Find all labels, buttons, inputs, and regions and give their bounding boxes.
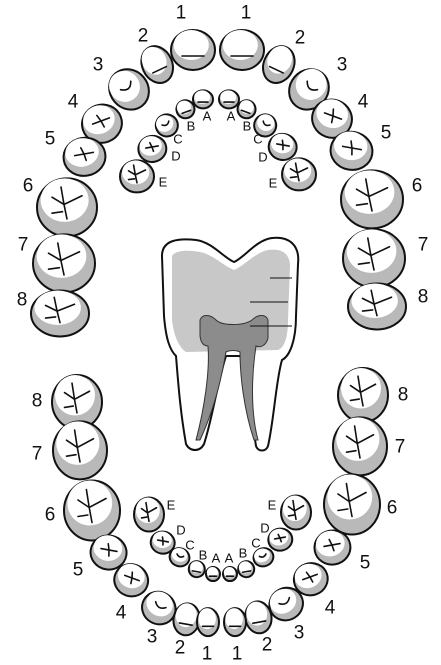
label-primary-lower-left-A: A [225, 552, 234, 565]
label-upper-left-8: 8 [418, 288, 429, 307]
label-lower-left-4: 4 [325, 599, 336, 618]
label-primary-lower-right-C: C [185, 539, 194, 552]
label-upper-right-6: 6 [23, 177, 34, 196]
label-lower-right-6: 6 [45, 506, 56, 525]
label-primary-upper-left-D: D [258, 151, 267, 164]
label-upper-left-6: 6 [412, 177, 423, 196]
label-primary-lower-left-E: E [268, 499, 277, 512]
label-primary-upper-right-D: D [171, 150, 180, 163]
label-primary-upper-left-B: B [243, 120, 252, 133]
label-lower-left-2: 2 [262, 636, 273, 655]
label-upper-right-5: 5 [45, 130, 56, 149]
label-lower-right-7: 7 [32, 445, 43, 464]
label-primary-upper-right-B: B [187, 120, 196, 133]
label-upper-right-8: 8 [17, 291, 28, 310]
label-upper-right-3: 3 [93, 56, 104, 75]
label-lower-right-5: 5 [73, 561, 84, 580]
label-upper-right-2: 2 [138, 27, 149, 46]
label-upper-left-7: 7 [418, 236, 429, 255]
label-upper-right-4: 4 [68, 93, 79, 112]
label-primary-upper-right-C: C [173, 133, 182, 146]
label-lower-left-3: 3 [294, 624, 305, 643]
label-lower-right-3: 3 [147, 628, 158, 647]
label-lower-right-2: 2 [175, 639, 186, 658]
label-primary-upper-right-A: A [203, 110, 212, 123]
label-primary-lower-left-D: D [260, 522, 269, 535]
label-primary-upper-right-E: E [159, 176, 168, 189]
label-upper-right-1: 1 [176, 4, 187, 23]
label-lower-left-1: 1 [232, 645, 243, 664]
label-primary-lower-right-D: D [176, 524, 185, 537]
label-upper-left-3: 3 [337, 56, 348, 75]
label-primary-upper-left-C: C [253, 133, 262, 146]
label-lower-left-8: 8 [398, 386, 409, 405]
label-lower-right-8: 8 [32, 392, 43, 411]
label-primary-upper-left-A: A [227, 110, 236, 123]
label-primary-lower-left-C: C [251, 537, 260, 550]
label-primary-lower-right-E: E [167, 499, 176, 512]
label-lower-left-6: 6 [387, 499, 398, 518]
label-primary-lower-left-B: B [239, 547, 248, 560]
label-primary-lower-right-A: A [212, 552, 221, 565]
label-upper-left-4: 4 [358, 93, 369, 112]
label-lower-left-5: 5 [360, 554, 371, 573]
label-lower-right-4: 4 [116, 604, 127, 623]
label-lower-right-1: 1 [202, 645, 213, 664]
label-primary-lower-right-B: B [199, 549, 208, 562]
label-primary-upper-left-E: E [269, 177, 278, 190]
label-upper-left-1: 1 [241, 4, 252, 23]
label-upper-left-2: 2 [295, 29, 306, 48]
label-upper-right-7: 7 [18, 236, 29, 255]
label-lower-left-7: 7 [395, 438, 406, 457]
label-upper-left-5: 5 [381, 124, 392, 143]
